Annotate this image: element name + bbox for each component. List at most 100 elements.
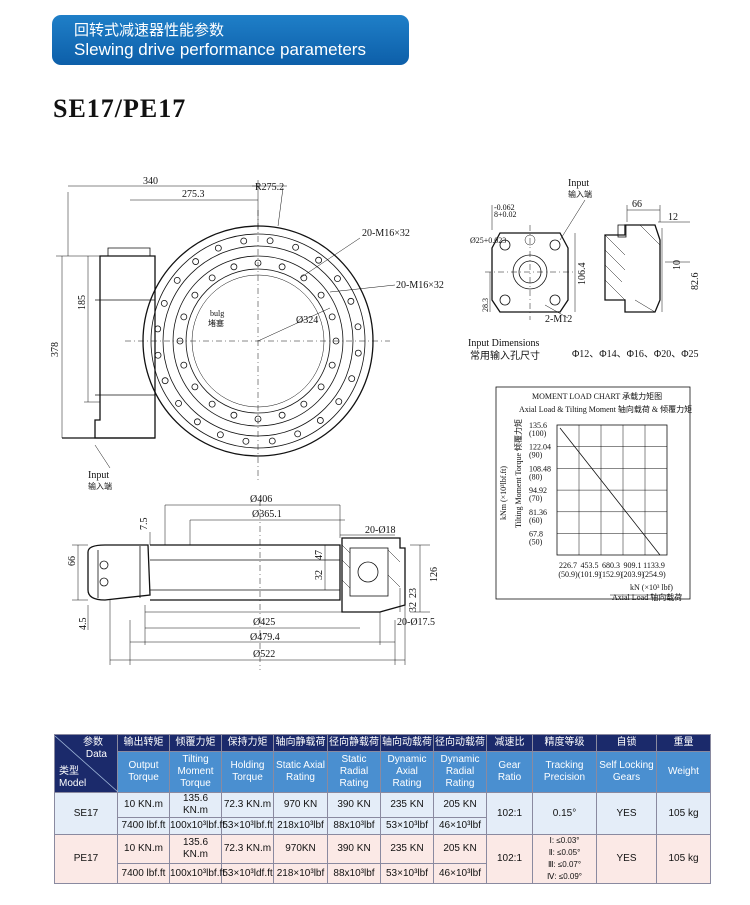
y-tick-label: (60) — [529, 516, 543, 525]
bolt-hole — [317, 383, 325, 391]
y-tick-label: (100) — [529, 429, 547, 438]
header-cn: 倾覆力矩 — [169, 734, 222, 752]
x-tick-label: 226.7 — [559, 561, 577, 570]
bolt-hole — [334, 275, 341, 283]
x-tick-label: (101.9) — [578, 570, 602, 579]
table-cell: 46×10³lbf — [433, 817, 487, 835]
bolt-hole — [278, 411, 286, 419]
bolt-hole — [240, 237, 248, 245]
header-en: Output Torque — [117, 751, 170, 793]
dim-47: 47 — [314, 550, 325, 560]
dim-479-4: Ø479.4 — [250, 632, 280, 643]
bolt-hole — [316, 417, 324, 424]
x-tick-label: (203.9) — [621, 570, 645, 579]
corner-model: Model — [59, 777, 87, 789]
moment-chart-y-axis-2: Tilting Moment Torque 倾覆力矩 — [513, 419, 523, 528]
self-lock-cell: YES — [596, 834, 657, 884]
header-en: Tracking Precision — [532, 751, 597, 793]
bolt-hole — [230, 263, 238, 271]
bolt-hole — [154, 351, 162, 359]
bolt-hole — [328, 361, 336, 369]
bolt-hole — [300, 400, 308, 408]
bolt-hole — [214, 244, 222, 252]
y-tick-label: 67.8 — [529, 530, 543, 539]
table-cell: 53×10³lbf.ft — [221, 817, 274, 835]
header-banner: 回转式减速器性能参数 Slewing drive performance par… — [52, 15, 409, 65]
table-cell: 88x10³lbf — [327, 863, 381, 884]
input-dimensions-label: Input Dimensions — [468, 338, 539, 349]
table-row: PE17 10 KN.m 135.6 KN.m 72.3 KN.m 970KN … — [54, 833, 711, 884]
table-row: 7400 lbf.ft 100x10³lbf.ft 53×10³lbf.ft 2… — [55, 817, 711, 835]
precision-level: Ⅱ: ≤0.05° — [548, 848, 581, 857]
table-cell: 53×10³lbf — [380, 817, 434, 835]
dim-324: Ø324 — [296, 315, 318, 326]
bolt-hole — [315, 256, 323, 264]
bolt-hole — [278, 263, 286, 271]
table-cell: 235 KN — [380, 833, 434, 865]
moment-chart-y-ticks: 135.6(100)122.04(90)108.48(80)94.92(70)8… — [529, 421, 551, 547]
header-cn: 轴向静载荷 — [273, 734, 328, 752]
bolt-hole — [266, 237, 274, 245]
moment-chart-y-axis: kNm (×10³lbf.ft) — [499, 466, 508, 520]
model-cell: PE17 — [54, 834, 118, 884]
precision-cell: 0.15° — [532, 792, 597, 835]
table-row: SE17 10 KN.m 135.6 KN.m 72.3 KN.m 970 KN… — [54, 792, 711, 835]
table-cell: 72.3 KN.m — [221, 792, 274, 818]
y-tick-label: 122.04 — [529, 443, 551, 452]
header-cn: 自锁 — [596, 734, 657, 752]
technical-drawing: 340 275.3 R275.2 20-M16×32 20-M16×32 185… — [50, 176, 701, 670]
bolt-hole — [354, 349, 362, 357]
header-cn: 输出转矩 — [117, 734, 170, 752]
dim-20-17-5: 20-Ø17.5 — [397, 617, 435, 628]
bore-sizes: Φ12、Φ14、Φ16、Φ20、Φ25 — [572, 349, 699, 360]
table-cell: 390 KN — [327, 792, 381, 818]
bolt-spec-2: 20-M16×32 — [396, 280, 444, 291]
dim-66-side: 66 — [632, 199, 642, 210]
moment-chart-x-unit: kN (×10³ lbf) — [630, 583, 673, 592]
bolt-hole — [192, 258, 200, 265]
x-tick-label: 1133.9 — [643, 561, 665, 570]
y-tick-label: 108.48 — [529, 464, 551, 473]
y-tick-label: 94.92 — [529, 486, 547, 495]
bolt-hole — [317, 291, 325, 299]
bolt-hole — [208, 400, 216, 408]
table-cell: 205 KN — [433, 792, 487, 818]
precision-level: Ⅰ: ≤0.03° — [549, 836, 580, 845]
bolt-hole — [335, 398, 343, 406]
ratio-cell: 102:1 — [486, 834, 533, 884]
bolt-hole — [193, 418, 201, 426]
bolt-hole — [191, 291, 199, 299]
bolt-hole — [347, 297, 355, 305]
dim-10-side: 10 — [672, 260, 683, 270]
table-cell: 46×10³lbf — [433, 863, 487, 884]
header-en: Tilting Moment Torque — [169, 751, 222, 793]
bolt-hole — [354, 323, 362, 331]
bolt-hole — [216, 431, 224, 439]
header-en: Static Axial Rating — [273, 751, 328, 793]
input-label: Input — [88, 470, 109, 481]
table-cell: 390 KN — [327, 833, 381, 865]
corner-data: Data — [85, 748, 107, 760]
bolt-hole — [348, 375, 356, 383]
y-tick-label: (50) — [529, 538, 543, 547]
weight-cell: 105 kg — [656, 834, 711, 884]
table-cell: 205 KN — [433, 833, 487, 865]
table-cell: 135.6 KN.m — [169, 833, 222, 865]
moment-chart-x-ticks: 226.7(50.9)453.5(101.9)680.3(152.9)909.1… — [558, 561, 666, 579]
dim-4-5: 4.5 — [78, 618, 89, 631]
banner-title-cn: 回转式减速器性能参数 — [74, 22, 225, 39]
dim-106-4: 106.4 — [577, 263, 588, 286]
key-dim: 8+0.02 — [494, 210, 517, 219]
header-en: Dynamic Axial Rating — [380, 751, 434, 793]
table-cell: 100x10³lbf.ft — [169, 863, 225, 884]
bore-dim: Ø25+0.023 — [470, 236, 506, 245]
outer-bolt-holes — [154, 237, 362, 445]
table-cell: 218×10³lbf — [273, 863, 328, 884]
precision-levels-cell: Ⅰ: ≤0.03° Ⅱ: ≤0.05° Ⅲ: ≤0.07° Ⅳ: ≤0.09° — [532, 834, 597, 884]
dim-32: 32 — [314, 570, 325, 580]
top-view: 340 275.3 R275.2 20-M16×32 20-M16×32 185… — [50, 176, 444, 491]
moment-chart-grid — [557, 425, 667, 555]
dim-r275-2: R275.2 — [255, 182, 284, 193]
corner-param-cn: 参数 — [83, 736, 103, 748]
input-detail-label-cn: 输入端 — [568, 189, 592, 199]
